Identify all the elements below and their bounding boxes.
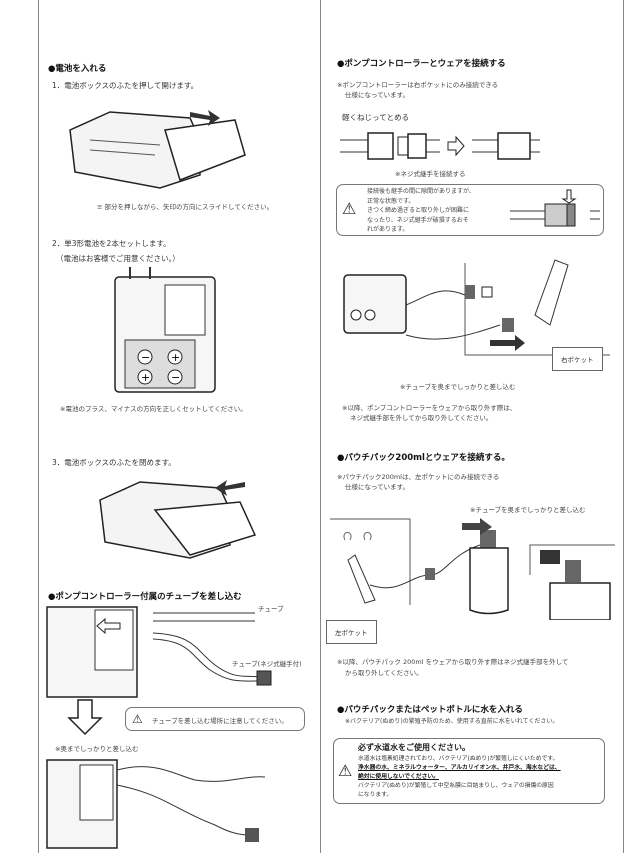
grip-icon: ≡ xyxy=(97,203,105,211)
tap-water-title: 必ず水道水をご使用ください。 xyxy=(358,743,470,752)
tap-water-box: ⚠ 必ず水道水をご使用ください。 水道水は塩素処理されており、バクテリア(ぬめり… xyxy=(333,738,605,804)
svg-text:−: − xyxy=(141,351,150,364)
warning-icon: ⚠ xyxy=(342,199,357,218)
pouch-insert-caption: ※チューブを奥までしっかりと差し込む xyxy=(470,506,586,514)
svg-text:−: − xyxy=(171,371,180,384)
step1-text: 1．電池ボックスのふたを押して開けます。 xyxy=(52,81,199,90)
step3-text: 3．電池ボックスのふたを閉めます。 xyxy=(52,458,176,467)
connect-note-2: 仕様になっています。 xyxy=(345,91,410,99)
left-pocket-label: 左ポケット xyxy=(326,620,377,644)
insert-caption: ※チューブを奥までしっかりと差し込む xyxy=(400,383,516,391)
joint-warning-box: ⚠ 接続後も継手の間に隙間がありますが、正常な状態です。きつく締め過ぎると取り外… xyxy=(336,184,604,236)
battery-compartment-illustration: − + + − xyxy=(114,267,216,393)
connect-heading: ●ポンプコントローラーとウェアを接続する xyxy=(337,59,506,69)
battery-heading: ●電池を入れる xyxy=(48,64,107,74)
step2-note: ※電池のプラス、マイナスの方向を正しくセットしてください。 xyxy=(60,405,247,413)
right-pocket-label: 右ポケット xyxy=(552,347,603,371)
right-border xyxy=(623,0,624,853)
joint-connect-illustration xyxy=(340,132,540,160)
column-divider xyxy=(320,0,321,853)
down-arrow-icon xyxy=(67,699,103,736)
pouch-remove-2: から取り外してください。 xyxy=(345,669,423,677)
remove-note-1: ※以降、ポンプコントローラーをウェアから取り外す際は、 xyxy=(342,404,517,412)
pouch-remove-1: ※以降、パウチパック 200ml をウェアから取り外す際はネジ式継手部を外して xyxy=(337,658,569,666)
battery-box-close-illustration xyxy=(99,480,257,559)
insert-note: ※奥までしっかりと差し込む xyxy=(55,745,139,753)
battery-box-open-illustration xyxy=(69,110,246,189)
connect-note-1: ※ポンプコントローラーは右ポケットにのみ接続できる xyxy=(337,81,499,89)
water-heading: ●パウチパックまたはペットボトルに水を入れる xyxy=(337,705,523,715)
tap-water-text: 水道水は塩素処理されており、バクテリア(ぬめり)が繁殖しにくいためです。 浄水器… xyxy=(358,756,561,798)
step2-subtext: （電池はお客様でご用意ください。） xyxy=(56,254,180,263)
water-note: ※バクテリア(ぬめり)の繁殖予防のため、使用する直前に水をいれてください。 xyxy=(345,718,559,725)
tube-heading: ●ポンプコントローラー付属のチューブを差し込む xyxy=(48,592,242,602)
joint-gap-illustration xyxy=(510,189,600,227)
joint-warning-text: 接続後も継手の間に隙間がありますが、正常な状態です。きつく締め過ぎると取り外しが… xyxy=(367,188,475,233)
tube-label: チューブ xyxy=(258,605,284,613)
step2-text: 2．単3形電池を2本セットします。 xyxy=(52,239,171,248)
svg-text:+: + xyxy=(171,351,180,364)
pouch-note-1: ※パウチパック200mlは、左ポケットにのみ接続できる xyxy=(337,473,500,481)
remove-note-2: ネジ式継手部を外してから取り外してください。 xyxy=(350,414,493,422)
warning-icon: ⚠ xyxy=(338,761,353,780)
tube-warning-box: ⚠ チューブを差し込む場所に注意してください。 xyxy=(125,707,305,731)
svg-text:+: + xyxy=(141,371,150,384)
pouch-left-pocket-illustration xyxy=(330,518,615,620)
step1-note: ≡ 部分を押しながら、矢印の方向にスライドしてください。 xyxy=(97,203,274,211)
left-border xyxy=(38,0,39,853)
joint-caption: ※ネジ式継手を接続する xyxy=(395,170,466,178)
tube-insert-illustration xyxy=(46,606,272,698)
twist-label: 軽くねじってとめる xyxy=(342,113,410,122)
tube-joint-label: チューブ(ネジ式継手付) xyxy=(232,660,302,668)
tube-inserted-illustration xyxy=(46,759,266,849)
pouch-heading: ●パウチパック200mlとウェアを接続する。 xyxy=(337,453,510,463)
warning-icon: ⚠ xyxy=(132,712,143,726)
pouch-note-2: 仕様になっています。 xyxy=(345,483,410,491)
